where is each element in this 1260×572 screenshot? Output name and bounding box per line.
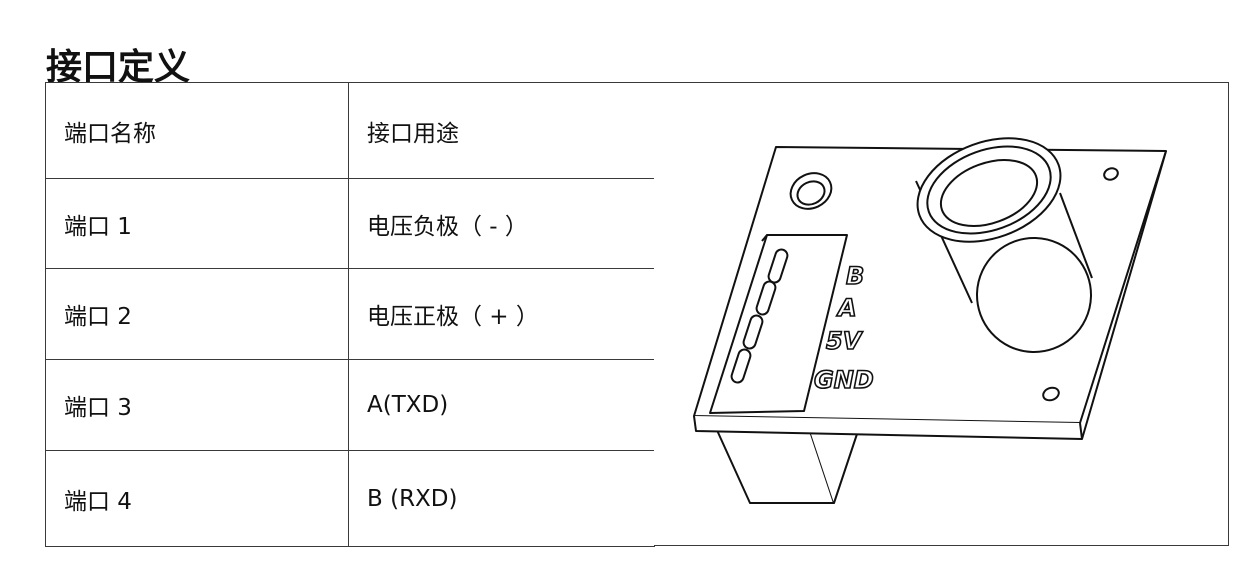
section-title: 接口定义	[46, 47, 191, 88]
port-name-cell: 端口 3	[45, 359, 349, 451]
port-name-cell: 端口 1	[45, 178, 349, 269]
sensor-module-figure: B A 5V GND	[654, 82, 1229, 546]
port-name-cell: 端口 2	[45, 268, 349, 360]
port-name-cell: 端口 4	[45, 450, 349, 547]
pin-label-gnd: GND	[814, 366, 874, 394]
sensor-module-drawing: B A 5V GND	[693, 137, 1167, 504]
port-purpose-cell: 电压负极（ - ）	[348, 178, 655, 269]
port-purpose-cell: 电压正极（ + ）	[348, 268, 655, 360]
table-header-row: 端口名称 接口用途	[45, 82, 655, 179]
port-purpose-cell: B (RXD)	[348, 450, 655, 547]
pin-label-b: B	[846, 262, 864, 290]
table-row: 端口 3 A(TXD)	[45, 359, 655, 451]
pin-label-a: A	[836, 294, 857, 322]
header-port-name: 端口名称	[45, 82, 349, 179]
table-row: 端口 1 电压负极（ - ）	[45, 178, 655, 269]
table-row: 端口 2 电压正极（ + ）	[45, 268, 655, 360]
table-row: 端口 4 B (RXD)	[45, 450, 655, 547]
pin-label-5v: 5V	[826, 327, 864, 355]
interface-table: 端口名称 接口用途 端口 1 电压负极（ - ） 端口 2 电压正极（ + ） …	[45, 82, 655, 547]
header-port-purpose: 接口用途	[348, 82, 655, 179]
port-purpose-cell: A(TXD)	[348, 359, 655, 451]
